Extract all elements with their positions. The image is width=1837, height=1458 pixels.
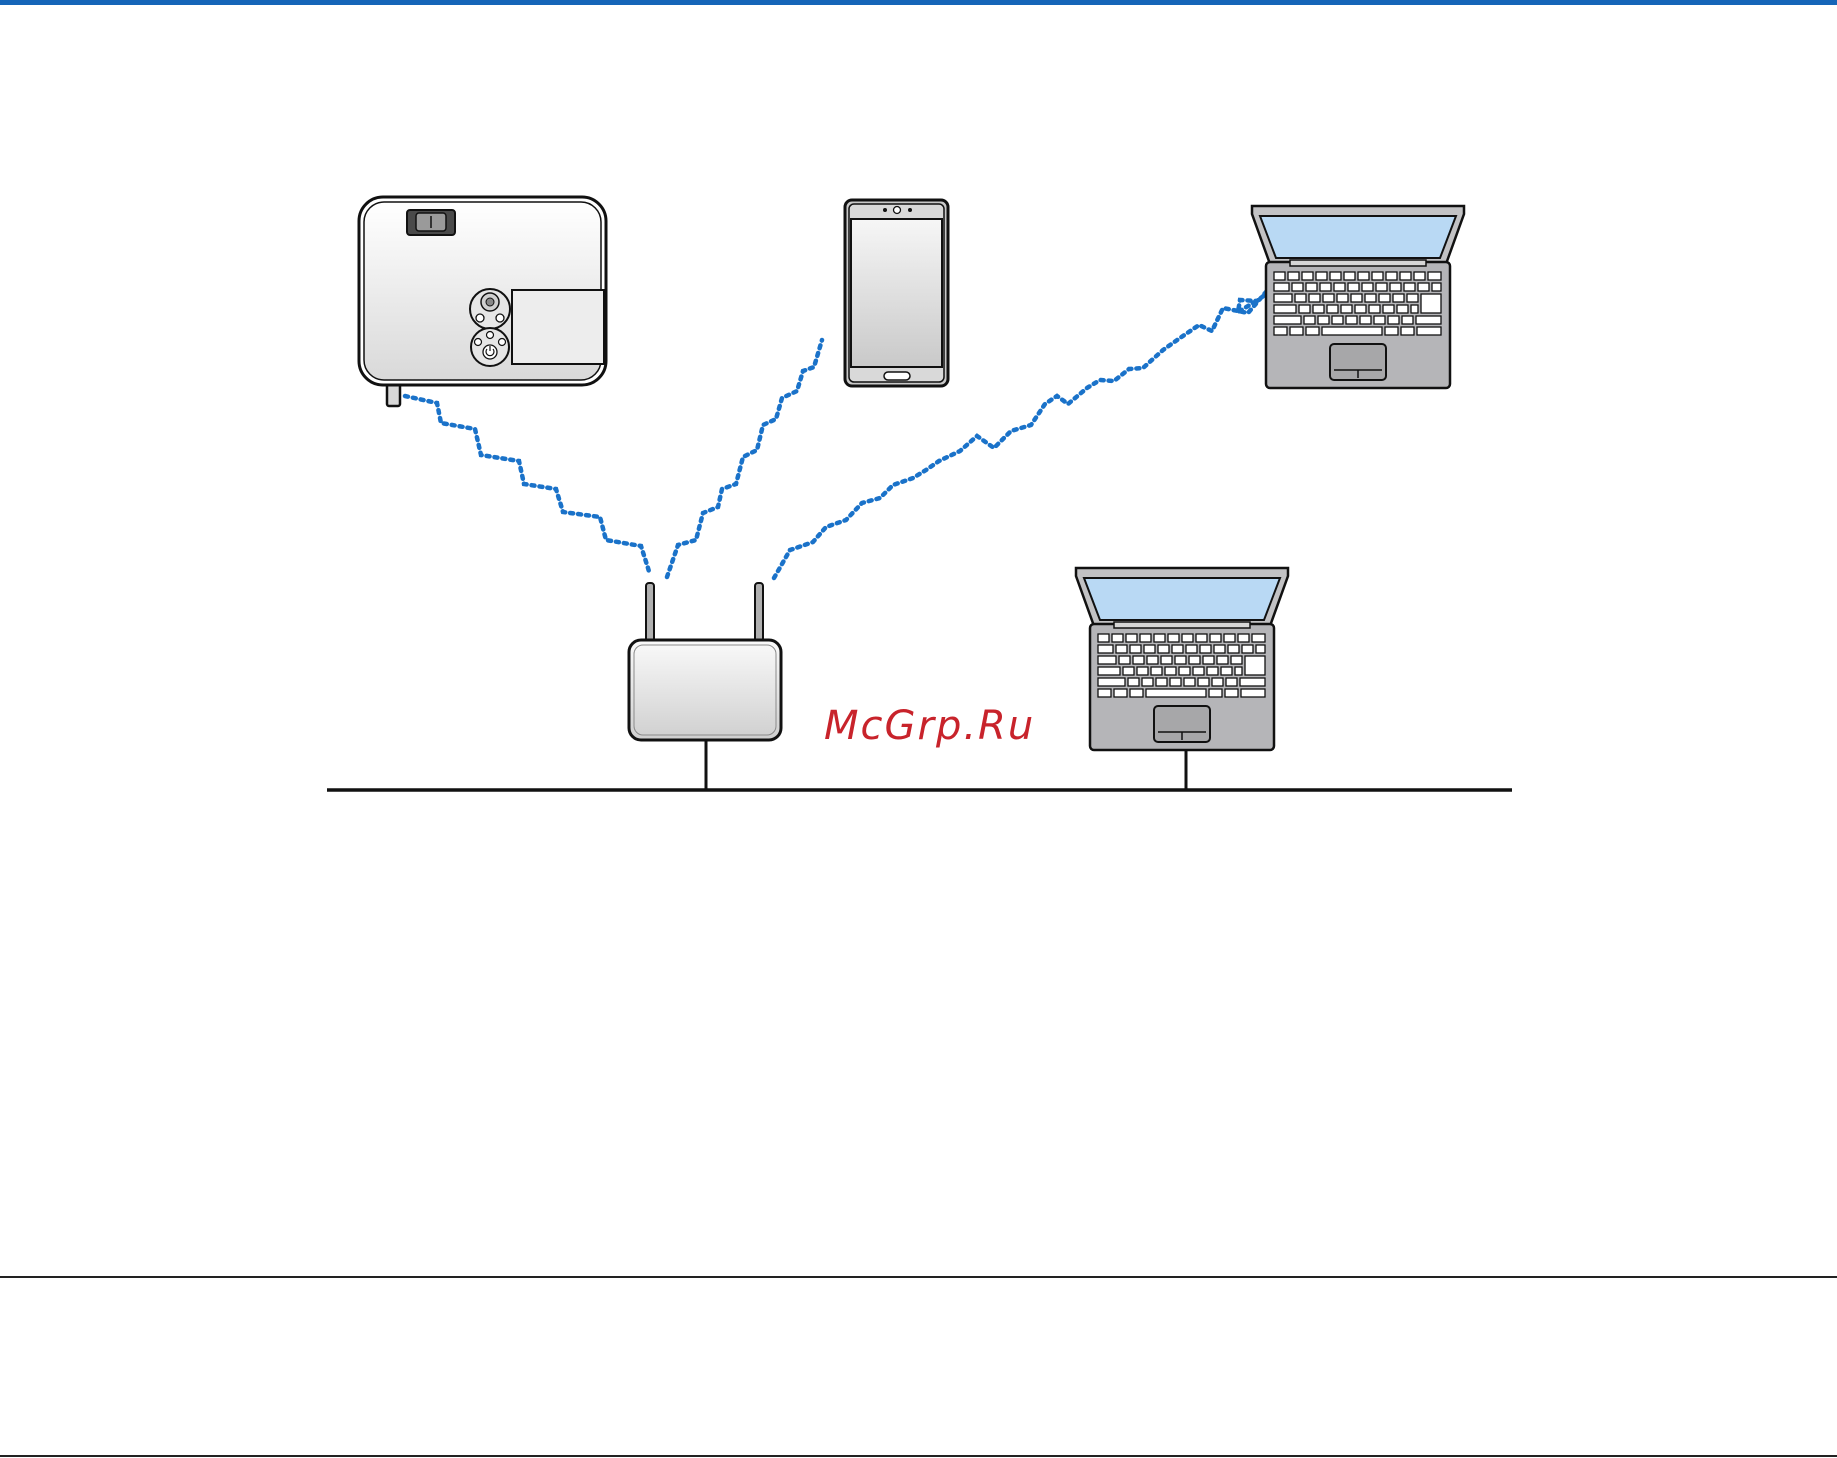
laptop-icon [1076, 568, 1288, 750]
page-bottom-rule [0, 1455, 1837, 1457]
wireless-router-icon [629, 583, 781, 740]
laptop-icon [1252, 206, 1464, 388]
footer-rule [0, 1276, 1837, 1278]
wireless-link-smartphone [667, 340, 822, 577]
wireless-link-projector [405, 396, 650, 575]
projector-icon [359, 197, 606, 406]
smartphone-icon [845, 200, 948, 386]
watermark-text: McGrp.Ru [824, 703, 1035, 749]
